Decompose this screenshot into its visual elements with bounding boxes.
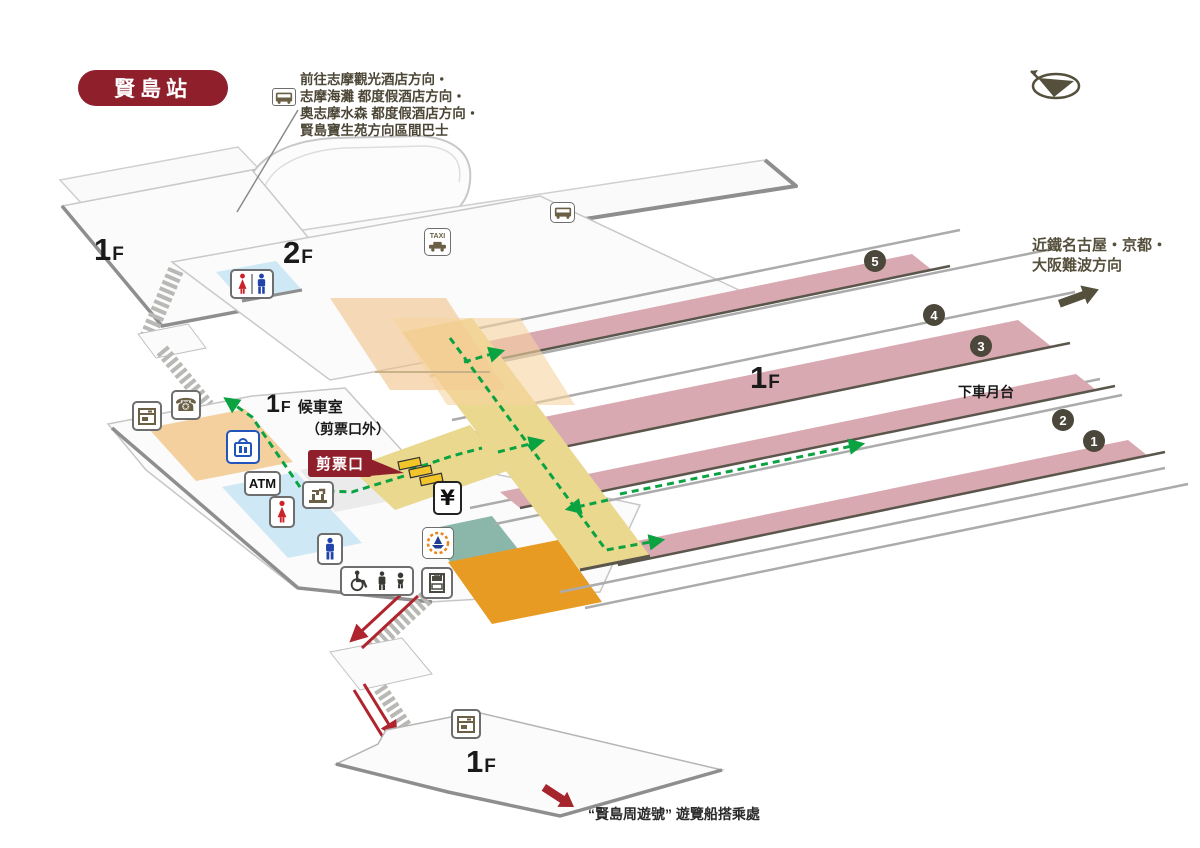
boat-pier-note: “賢島周遊號” 遊覽船搭乘處 — [588, 806, 760, 822]
phone-icon: ☎ — [171, 390, 201, 420]
platform-number-5: 5 — [864, 250, 886, 272]
platform-number-3: 3 — [970, 335, 992, 357]
male-toilet-icon — [317, 533, 343, 565]
kintetsu-line-2: 大阪難波方向 — [1032, 257, 1123, 274]
wheelchair-icon — [350, 570, 367, 592]
bus-note-line-4: 賢島寶生苑方向區間巴士 — [300, 123, 449, 138]
platform-5 — [455, 254, 951, 366]
bus-note-line-3: 奧志摩水森 都度假酒店方向・ — [300, 106, 480, 121]
platform-2-1 — [598, 440, 1166, 567]
bus-icon — [272, 88, 296, 106]
platform-number-1: 1 — [1083, 430, 1105, 452]
vending-locker-icon — [421, 567, 453, 599]
waiting-room-title: 候車室 — [297, 399, 343, 416]
atm-icon: ATM — [244, 471, 281, 496]
platform-number-4: 4 — [923, 304, 945, 326]
stairs-lower — [329, 592, 433, 744]
kintetsu-line-1: 近鐵名古屋・京都・ — [1032, 237, 1168, 254]
direction-arrow-up-right — [1058, 285, 1099, 308]
female-toilet-icon — [269, 496, 295, 528]
bus-stop-icon — [550, 202, 575, 223]
alighting-platform-label: 下車月台 — [958, 384, 1014, 400]
boat-pier-arrow — [541, 784, 575, 807]
bus-note-line-2: 志摩海灘 都度假酒店方向・ — [300, 89, 466, 104]
adult-figure-icon — [378, 571, 385, 590]
boat-icon — [1030, 70, 1081, 100]
female-figure — [238, 273, 247, 294]
escalator-red-rails — [349, 586, 420, 743]
ticket-gate-blocks — [368, 456, 444, 487]
floor-boat-pier — [333, 711, 725, 818]
drinking-fountain-icon — [302, 481, 334, 509]
station-name-badge: 賢島站 — [78, 70, 228, 106]
taxi-icon: TAXI — [424, 228, 451, 256]
waiting-room-subtitle: （剪票口外） — [306, 421, 390, 437]
kintetsu-direction-sign: 近鐵名古屋・京都・ 大阪難波方向 — [1032, 236, 1167, 276]
male-figure — [257, 273, 265, 294]
ticket-gate-badge: 剪票口 — [308, 450, 372, 477]
kiosk-shop-icon — [226, 430, 260, 464]
coin-locker-icon-pier — [451, 709, 481, 739]
route-dashes — [223, 337, 866, 552]
platform-alighting — [500, 374, 1116, 510]
platform-number-2: 2 — [1052, 409, 1074, 431]
divider — [251, 274, 253, 294]
accessible-toilet-icon — [340, 566, 414, 596]
canopy-roof — [330, 298, 575, 405]
yen-icon: ¥ — [433, 481, 462, 515]
restroom-icon — [230, 269, 274, 299]
orange-office-block — [448, 540, 602, 624]
boat-ticket-icon — [422, 527, 454, 559]
bus-note-line-1: 前往志摩觀光酒店方向・ — [300, 72, 449, 87]
bus-note-leader-line — [236, 109, 299, 213]
baby-figure-icon — [396, 572, 404, 589]
bus-destinations-note: 前往志摩觀光酒店方向・ 志摩海灘 都度假酒店方向・ 奧志摩水森 都度假酒店方向・… — [300, 71, 479, 139]
stairs-upper — [137, 266, 214, 411]
coin-locker-icon — [132, 401, 162, 431]
